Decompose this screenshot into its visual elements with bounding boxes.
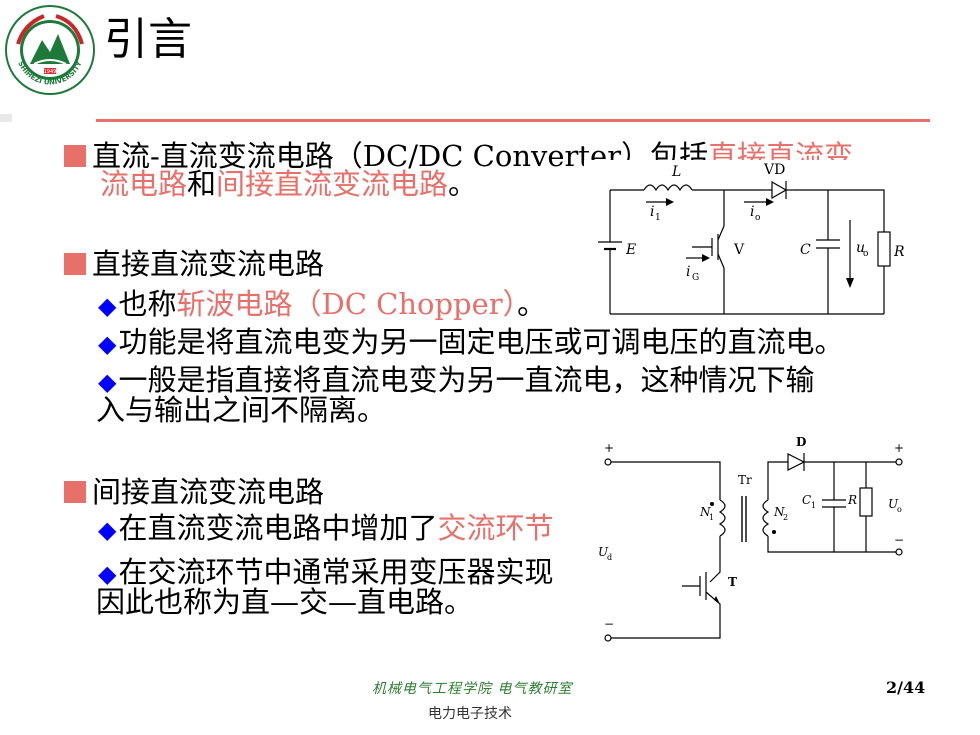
svg-text:U: U [888,497,899,511]
footer-department: 机械电气工程学院 电气教研室 [372,681,573,697]
page-number: 2/44 [886,678,926,697]
svg-text:u: u [856,240,865,256]
svg-text:R: R [847,493,857,507]
square-bullet-icon [64,145,86,167]
footer-course: 电力电子技术 [428,706,512,722]
diamond-bullet-icon: ◆ [98,560,117,588]
svg-text:L: L [671,164,681,180]
svg-text:o: o [863,249,868,259]
svg-text:i: i [686,264,690,280]
svg-text:2: 2 [783,513,788,522]
indirect-dcdc-heading: 间接直流变流电路 [64,476,324,508]
svg-text:1949: 1949 [44,69,57,75]
header-divider [96,119,930,122]
diamond-bullet-icon: ◆ [98,368,117,396]
diamond-bullet-icon: ◆ [98,330,117,358]
svg-text:+: + [894,441,904,455]
diamond-bullet-icon: ◆ [98,516,117,544]
svg-text:o: o [897,505,902,514]
svg-text:G: G [692,273,699,283]
svg-text:C: C [802,493,811,507]
direct-bullet-1: ◆也称斩波电路（DC Chopper）。 [98,287,547,321]
square-bullet-icon [64,481,86,503]
svg-text:1: 1 [655,213,661,223]
indirect-bullet-1: ◆在直流变流电路中增加了交流环节 [98,511,554,545]
svg-text:U: U [598,545,609,559]
direct-dcdc-heading: 直接直流变流电路 [64,248,324,280]
svg-text:+: + [604,441,614,455]
slide-title: 引言 [104,14,192,65]
intro-line-2: 流电路和间接直流变流电路。 [100,167,478,201]
svg-text:−: − [604,617,614,631]
svg-text:d: d [607,553,612,562]
square-bullet-icon [64,253,86,275]
indirect-bullet-2-cont: 因此也称为直—交—直电路。 [96,585,474,619]
indirect-bullet-2: ◆在交流环节中通常采用变压器实现 [98,555,554,589]
svg-text:T: T [728,575,737,589]
svg-text:Tr: Tr [738,473,752,487]
direct-bullet-3-cont: 入与输出之间不隔离。 [96,393,387,427]
svg-text:V: V [733,242,745,258]
svg-text:1: 1 [811,501,816,510]
diamond-bullet-icon: ◆ [98,292,117,320]
header-divider-left [0,114,12,122]
direct-bullet-2: ◆功能是将直流电变为另一固定电压或可调电压的直流电。 [98,325,844,359]
svg-text:VD: VD [763,162,785,178]
svg-text:i: i [750,204,754,220]
direct-bullet-3: ◆一般是指直接将直流电变为另一直流电，这种情况下输 [98,363,815,397]
svg-text:D: D [796,435,806,449]
svg-text:C: C [800,242,811,258]
intro-line-1: 直流-直流变流电路（DC/DC Converter）包括直接直流变 [64,140,853,172]
svg-text:E: E [625,242,636,258]
svg-text:R: R [893,244,905,260]
university-logo: 1949 SHIHEZI UNIVERSITY [5,5,95,95]
svg-text:i: i [650,204,654,220]
svg-text:N: N [699,505,711,519]
svg-text:1: 1 [709,513,714,522]
svg-text:N: N [773,505,785,519]
svg-text:o: o [755,213,760,223]
svg-text:−: − [894,533,904,547]
